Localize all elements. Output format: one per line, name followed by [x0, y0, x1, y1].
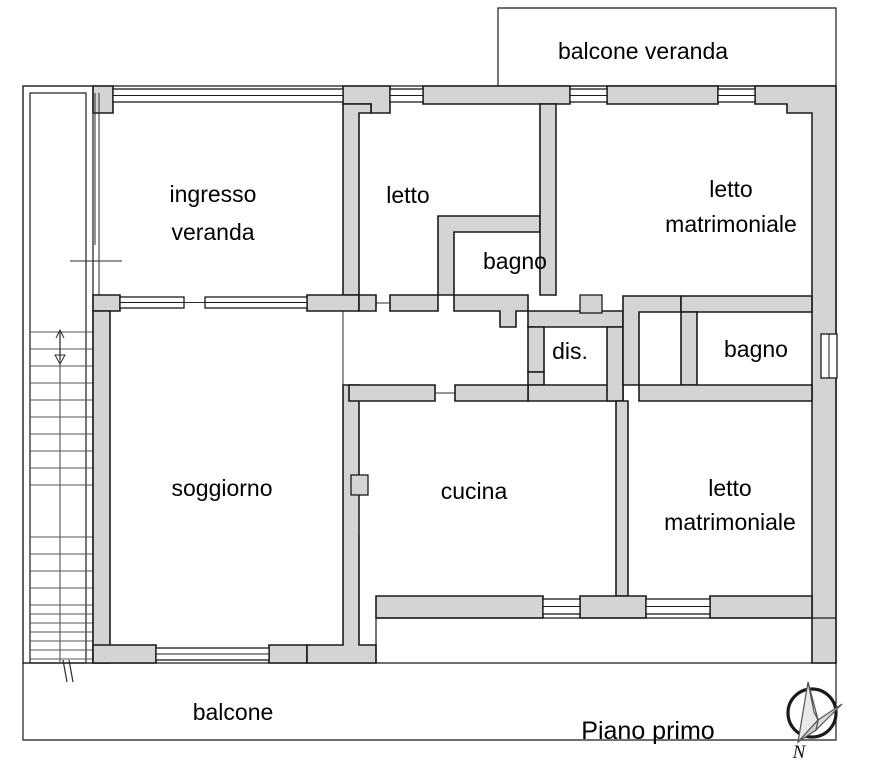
- compass-north-label: N: [792, 742, 807, 763]
- door-jamb-dis-north: [579, 294, 603, 314]
- window-matrimoniale-north-a: [569, 88, 608, 103]
- window-ingresso-north: [112, 88, 344, 103]
- page-title: Piano primo: [581, 717, 714, 745]
- letto-bagno-walls: [358, 103, 557, 328]
- stairwell-inner: [29, 92, 87, 664]
- wall-top-mid-2: [422, 85, 571, 105]
- room-label-bagno-nord: bagno: [483, 248, 547, 274]
- stair-treads-upper: [30, 331, 93, 469]
- wall-dis-west-upper: [527, 326, 545, 373]
- wall-bagno-est-north: [680, 295, 813, 313]
- room-label-bagno-est: bagno: [724, 336, 788, 362]
- compass-needle-highlight: [807, 681, 819, 721]
- wall-top-mid-3: [606, 85, 719, 105]
- stair-treads-lower: [30, 553, 93, 660]
- window-soggiorno-south: [155, 647, 270, 661]
- room-label-letto: letto: [386, 182, 429, 208]
- stair-break-marks: [62, 659, 74, 683]
- room-label-soggiorno: soggiorno: [171, 475, 272, 501]
- room-label-disimpegno: dis.: [552, 338, 588, 364]
- disimpegno-walls: [455, 294, 624, 402]
- stair-direction-arrow: [54, 328, 66, 366]
- window-bagno-est: [820, 333, 838, 379]
- wall-dis-north: [527, 310, 624, 328]
- north-arrow-icon: N: [786, 681, 843, 763]
- wall-cucina-north-b: [454, 384, 529, 402]
- wall-mid-right-stub: [306, 294, 360, 312]
- wall-cucina-north-a: [348, 384, 436, 402]
- room-label-ingresso-line1: ingresso: [170, 181, 257, 207]
- walls-south-right: [375, 595, 836, 663]
- room-label-ingresso-line2: veranda: [171, 219, 254, 245]
- soggiorno-walls: [92, 310, 377, 664]
- room-label-balcone-veranda: balcone veranda: [558, 38, 728, 64]
- staircase: [22, 85, 94, 683]
- wall-dis-west-lower: [527, 371, 545, 386]
- wall-top-left-pillar: [92, 85, 114, 114]
- room-label-matrimoniale-nord-line1: letto: [709, 176, 752, 202]
- window-matrimoniale-north-b: [717, 88, 756, 103]
- matrimoniale-nord-bagno-est-walls: [622, 295, 838, 402]
- balcone-sud-outline: [22, 663, 837, 741]
- room-labels: balcone veranda ingresso veranda letto l…: [170, 38, 797, 725]
- balcone-sud-area: [22, 663, 837, 741]
- window-matrimoniale-sud: [645, 598, 711, 615]
- wall-mid-left-stub: [92, 294, 121, 312]
- wall-bagno-est-west: [680, 311, 698, 386]
- wall-cucina-east: [615, 400, 629, 597]
- room-label-matrimoniale-sud-line2: matrimoniale: [664, 509, 796, 535]
- wall-dis-east: [606, 326, 624, 402]
- wall-south-cucina-a: [375, 595, 544, 619]
- room-label-cucina: cucina: [441, 478, 508, 504]
- wall-soggiorno-south-left: [92, 644, 157, 664]
- wall-soggiorno-west: [92, 310, 111, 664]
- wall-bagno-est-south: [638, 384, 813, 402]
- wall-soggiorno-south-right: [268, 644, 308, 664]
- wall-letto-sw-stub: [358, 294, 377, 312]
- ingresso-veranda-walls: [70, 93, 372, 296]
- window-letto-north: [389, 88, 424, 103]
- wall-south-matrimoniale: [709, 595, 813, 619]
- window-soggiorno-north-a: [119, 296, 185, 309]
- compass-needle-bottom: [797, 717, 820, 743]
- wall-south-cucina-b: [579, 595, 647, 619]
- walls-middle-horizontal: [92, 294, 360, 312]
- wall-bagno-nord-south-b: [453, 294, 529, 328]
- room-label-matrimoniale-nord-line2: matrimoniale: [665, 211, 797, 237]
- room-label-matrimoniale-sud-line1: letto: [708, 475, 751, 501]
- room-label-balcone-sud: balcone: [193, 699, 274, 725]
- windows-top: [112, 88, 756, 103]
- window-soggiorno-north-b: [204, 296, 308, 309]
- wall-bagno-nord-south-a: [389, 294, 439, 312]
- window-cucina-south: [542, 598, 581, 615]
- compass-ring: [786, 687, 838, 739]
- misc-hairlines: [555, 104, 813, 596]
- door-jamb-cucina-west: [350, 474, 369, 496]
- walls-exterior: [92, 85, 837, 664]
